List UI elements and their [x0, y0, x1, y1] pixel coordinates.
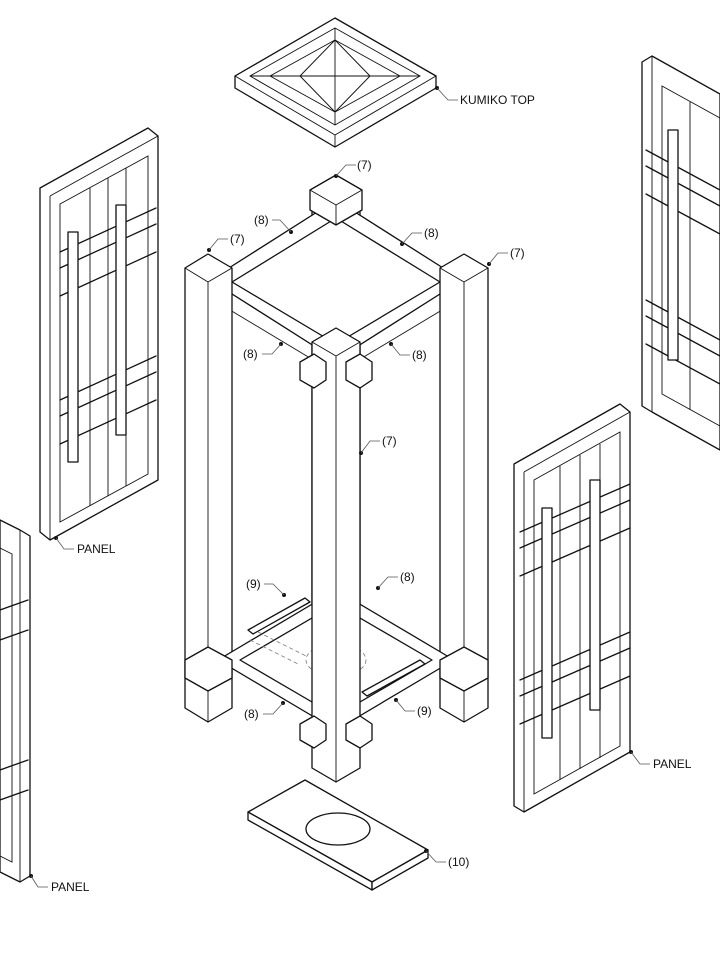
callout-rail-bottom-right: (8) [376, 570, 415, 590]
callout-post-top-back: (7) [334, 158, 372, 178]
panel-right-callout: PANEL [629, 750, 692, 771]
callout-post-front: (7) [359, 434, 397, 455]
ledge-left [247, 597, 311, 635]
base-plate [247, 779, 429, 891]
ledge-right [361, 659, 426, 697]
panel-left-label: PANEL [77, 542, 116, 556]
callout-rail-mid-left: (8) [243, 342, 283, 361]
callout-9-a: (9) [246, 577, 261, 591]
callout-post-top-left: (7) [207, 232, 245, 252]
callout-8-e: (8) [400, 570, 415, 584]
callout-8-c: (8) [243, 347, 258, 361]
callout-rail-bottom-left: (8) [244, 701, 285, 721]
callout-7-b: (7) [230, 232, 245, 246]
callout-8-a: (8) [254, 213, 269, 227]
callout-8-b: (8) [424, 226, 439, 240]
callout-7-d: (7) [382, 434, 397, 448]
panel-far-left-label: PANEL [51, 880, 90, 894]
callout-9-b: (9) [417, 704, 432, 718]
panel-far-right [641, 55, 720, 451]
callout-8-f: (8) [244, 707, 259, 721]
callout-7-c: (7) [510, 246, 525, 260]
kumiko-top-label: KUMIKO TOP [460, 93, 535, 107]
panel-right-label: PANEL [653, 757, 692, 771]
callout-8-d: (8) [412, 348, 427, 362]
panel-far-left [0, 519, 31, 883]
kumiko-top [234, 17, 437, 148]
callout-base: (10) [424, 849, 469, 869]
callout-7-a: (7) [357, 158, 372, 172]
callout-rail-top-left: (8) [254, 213, 293, 234]
panel-far-left-callout: PANEL [29, 874, 90, 894]
panel-left [39, 127, 159, 541]
lantern-frame [184, 174, 489, 783]
kumiko-top-callout: KUMIKO TOP [435, 86, 535, 107]
callout-10: (10) [448, 855, 469, 869]
callout-ledge-left: (9) [246, 577, 286, 597]
left-post [184, 253, 233, 723]
callout-post-top-right: (7) [487, 246, 525, 266]
callout-rail-mid-right: (8) [389, 342, 427, 362]
callout-rail-top-right: (8) [400, 226, 439, 246]
callout-ledge-right: (9) [394, 698, 432, 718]
panel-right [513, 403, 631, 813]
panel-left-callout: PANEL [54, 536, 116, 556]
